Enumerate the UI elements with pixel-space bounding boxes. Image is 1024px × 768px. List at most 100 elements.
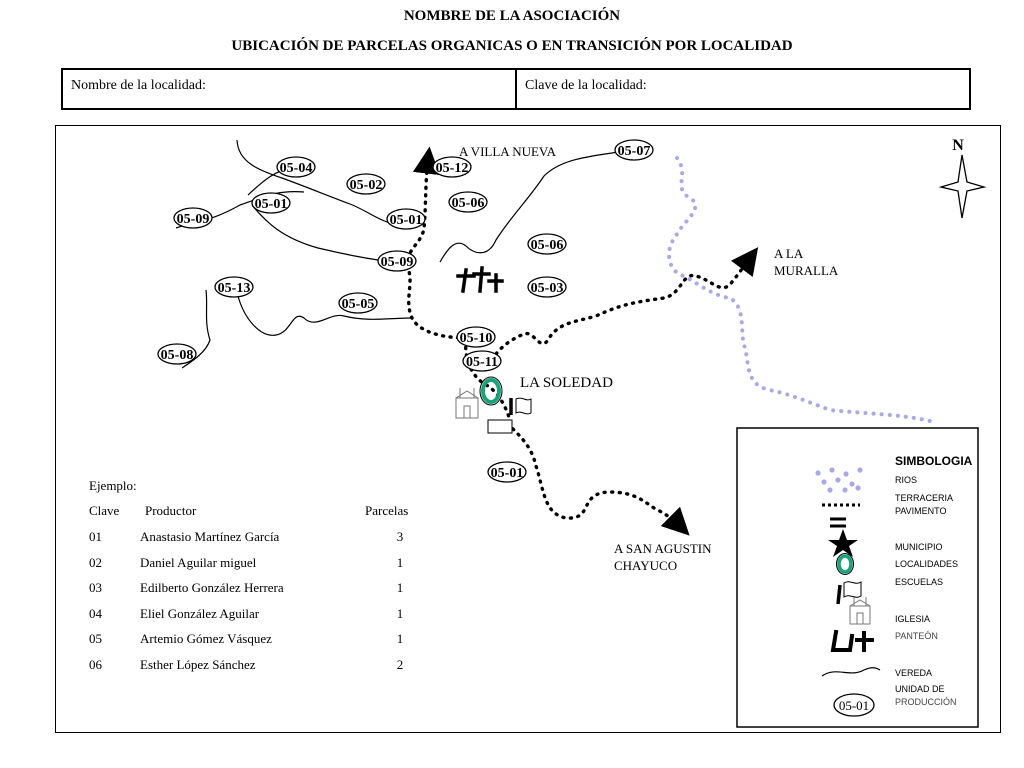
parcel-label: 05-01 [255,197,288,212]
parcel-marker [173,207,213,229]
row-producer: Artemio Gómez Vásquez [140,631,272,646]
example-heading: Ejemplo: [89,478,137,493]
column-header: Clave [89,503,120,518]
row-key: 06 [89,657,103,672]
parcel-marker [614,139,654,161]
parcel-label: 05-10 [460,331,493,346]
municipal-building-icon [487,419,513,434]
legend-label-unidad: UNIDAD DE [895,684,945,694]
north-label: N [952,137,964,154]
row-key: 01 [89,529,102,544]
legend-municipality-icon [828,529,858,557]
school-icon [509,397,532,415]
parcel-marker [377,250,417,272]
parcel-marker [214,276,254,298]
legend-footpath-icon [821,667,881,677]
parcel-marker [251,192,291,214]
parcel-label: 05-04 [280,161,313,176]
legend-label-terraceria: TERRACERIA [895,493,953,503]
place-label-muralla-1: A LA [774,246,804,261]
row-producer: Anastasio Martínez García [140,529,280,544]
place-label-san-agustin-2: CHAYUCO [614,558,677,573]
vereda-paths [175,139,619,369]
row-key: 04 [89,606,103,621]
parcel-label: 05-01 [390,213,423,228]
locality-name-label: Nombre de la localidad: [71,78,206,93]
parcel-marker [386,208,426,230]
parcel-marker [157,343,197,365]
parcel-marker [456,326,496,348]
legend-river-icon [815,467,863,493]
row-producer: Daniel Aguilar miguel [140,555,257,570]
parcel-label: 05-13 [218,281,251,296]
row-parcels: 2 [397,657,404,672]
legend-label-rios: RIOS [895,475,917,485]
parcel-label: 05-06 [452,196,485,211]
column-header: Productor [145,503,197,518]
road-villa-nueva [405,146,468,340]
parcel-marker [346,173,386,195]
association-title: NOMBRE DE LA ASOCIACIÓN [403,8,621,24]
page-subtitle: UBICACIÓN DE PARCELAS ORGANICAS O EN TRA… [231,38,793,54]
parcel-marker [527,276,567,298]
parcel-marker [462,350,502,372]
row-parcels: 1 [397,580,404,595]
parcel-label: 05-11 [466,355,498,370]
legend-school-icon [836,581,862,605]
legend-parcel-sample: 05-01 [839,698,869,713]
river [667,156,932,423]
road-san-agustin [464,338,690,536]
legend-locality-icon [836,553,854,575]
row-producer: Edilberto González Herrera [140,580,284,595]
locality-key-label: Clave de la localidad: [515,70,969,108]
parcel-label: 05-03 [531,281,564,296]
parcel-label: 05-09 [381,255,414,270]
legend-label-iglesia: IGLESIA [895,614,930,624]
parcel-label: 05-08 [161,348,194,363]
legend-cemetery-icon [830,629,874,652]
parcel-group: 05-04 05-02 05-01 05-09 05-12 05-06 05-0… [157,139,654,483]
row-parcels: 1 [397,631,404,646]
parcel-label: 05-02 [350,178,383,193]
parcel-marker [432,156,472,178]
legend-label-vereda: VEREDA [895,668,932,678]
parcel-label: 05-06 [531,238,564,253]
parcel-label: 05-01 [491,466,524,481]
row-key: 03 [89,580,102,595]
legend-box: SIMBOLOGIA RIOS TERRACERIA PAVIMENTO MUN… [736,427,979,728]
legend-label-panteon: PANTEÓN [895,631,938,641]
road-la-muralla [490,247,759,362]
parcel-marker [527,233,567,255]
legend-church-icon [849,597,871,625]
row-producer: Eliel González Aguilar [140,606,260,621]
locality-info-box: Nombre de la localidad: Clave de la loca… [61,68,971,110]
example-table: Ejemplo: Clave Productor Parcelas 01 Ana… [89,478,408,672]
parcel-marker [448,191,488,213]
parcel-label: 05-05 [342,297,375,312]
parcel-marker [338,292,378,314]
parcel-label: 05-07 [618,144,651,159]
place-label-san-agustin-1: A SAN AGUSTIN [614,541,712,556]
parcel-marker [487,461,527,483]
row-producer: Esther López Sánchez [140,657,256,672]
row-key: 05 [89,631,102,646]
legend-label-municipio: MUNICIPIO [895,542,943,552]
legend-parcel-icon [833,693,875,717]
place-label-la-soledad: LA SOLEDAD [520,375,613,391]
legend-paved-road-icon [830,517,846,528]
parcel-marker [276,156,316,178]
map-frame [55,125,1001,733]
place-label-villa-nueva: A VILLA NUEVA [459,144,557,159]
legend-title: SIMBOLOGIA [895,454,973,468]
row-parcels: 1 [397,555,404,570]
locality-marker-icon [479,376,503,406]
legend-label-produccion: PRODUCCIÓN [895,697,957,707]
place-label-muralla-2: MURALLA [774,263,839,278]
parcel-label: 05-09 [177,212,210,227]
column-header: Parcelas [365,503,408,518]
road-network [405,146,759,536]
row-parcels: 3 [397,529,404,544]
legend-label-pavimento: PAVIMENTO [895,506,947,516]
parcel-label: 05-12 [436,161,469,176]
